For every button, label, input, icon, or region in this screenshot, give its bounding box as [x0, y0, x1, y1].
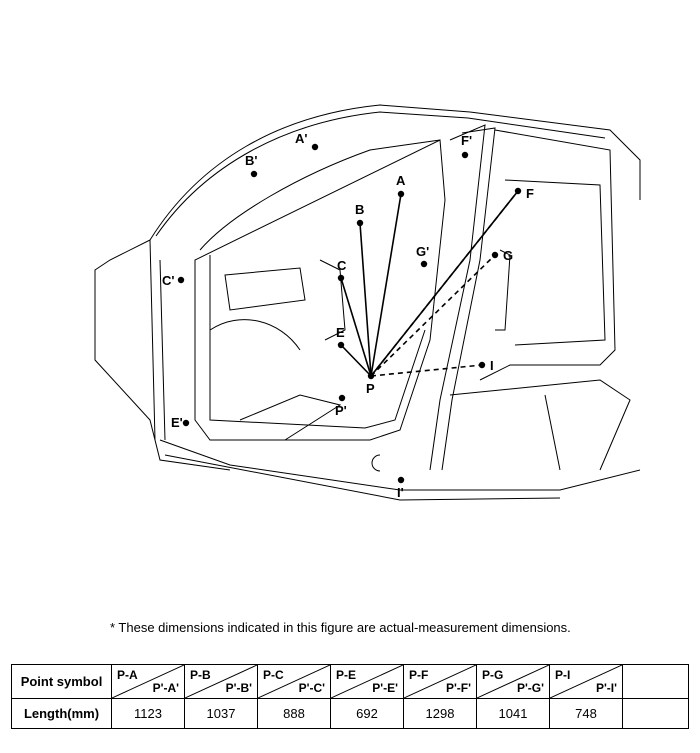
- line-p-e: [340, 344, 372, 377]
- symbol-cell-pb: P-B P'-B': [184, 664, 258, 699]
- line-p-c: [340, 277, 372, 377]
- symbol-bottom: P'-F': [445, 681, 471, 695]
- line-p-g: [370, 254, 496, 377]
- label-g-prime: G': [416, 244, 429, 259]
- measurement-lines: [340, 190, 519, 377]
- label-c: C: [337, 258, 347, 273]
- symbol-cell-pe: P-E P'-E': [330, 664, 404, 699]
- symbol-bottom: P'-G': [516, 681, 544, 695]
- label-i: I: [490, 358, 494, 373]
- symbol-cell-pg: P-G P'-G': [476, 664, 550, 699]
- symbol-cell-pf: P-F P'-F': [403, 664, 477, 699]
- point-i-prime: [397, 476, 405, 484]
- symbol-top: P-E: [336, 668, 357, 682]
- length-value-pa: 1123: [111, 698, 185, 729]
- label-e: E: [336, 325, 345, 340]
- symbol-bottom: P'-A': [152, 681, 179, 695]
- point-f-prime: [461, 151, 469, 159]
- symbol-top: P-B: [190, 668, 211, 682]
- length-header: Length(mm): [11, 698, 112, 729]
- point-b: [356, 219, 364, 227]
- label-f: F: [526, 186, 534, 201]
- point-b-prime: [250, 170, 258, 178]
- point-p-prime: [338, 394, 346, 402]
- body-outline: [94, 104, 641, 501]
- empty-cell: [622, 664, 689, 699]
- symbol-bottom: P'-I': [595, 681, 617, 695]
- point-symbol-header: Point symbol: [11, 664, 112, 699]
- point-labels: A' B' F' A B F G' G C' C E I P P' E' I': [162, 131, 534, 500]
- point-e: [337, 341, 345, 349]
- point-markers: [177, 143, 522, 484]
- symbol-top: P-C: [263, 668, 284, 682]
- line-p-a: [370, 193, 402, 377]
- symbol-top: P-G: [482, 668, 504, 682]
- point-f: [514, 187, 522, 195]
- label-i-prime: I': [397, 485, 404, 500]
- symbol-bottom: P'-E': [372, 681, 398, 695]
- symbol-top: P-I: [555, 668, 571, 682]
- label-p-prime: P': [335, 403, 347, 418]
- label-e-prime: E': [171, 415, 183, 430]
- symbol-top: P-F: [409, 668, 429, 682]
- label-f-prime: F': [461, 133, 472, 148]
- label-c-prime: C': [162, 273, 174, 288]
- symbol-cell-pi: P-I P'-I': [549, 664, 623, 699]
- symbol-bottom: P'-C': [298, 681, 325, 695]
- label-b-prime: B': [245, 153, 257, 168]
- point-g: [491, 251, 499, 259]
- line-p-f-dash: [370, 190, 519, 377]
- point-p: [367, 372, 375, 380]
- symbol-cell-pc: P-C P'-C': [257, 664, 331, 699]
- point-a-prime: [311, 143, 319, 151]
- symbol-top: P-A: [117, 668, 138, 682]
- label-a-prime: A': [295, 131, 307, 146]
- point-c-prime: [177, 276, 185, 284]
- point-e-prime: [182, 419, 190, 427]
- label-b: B: [355, 202, 364, 217]
- line-p-i: [370, 364, 483, 377]
- length-value-pc: 888: [257, 698, 331, 729]
- symbol-cell-pa: P-A P'-A': [111, 664, 185, 699]
- label-g: G: [503, 248, 513, 263]
- point-a: [397, 190, 405, 198]
- length-value-pf: 1298: [403, 698, 477, 729]
- label-p: P: [366, 381, 375, 396]
- length-value-pe: 692: [330, 698, 404, 729]
- empty-cell: [622, 698, 689, 729]
- label-a: A: [396, 173, 406, 188]
- length-value-pg: 1041: [476, 698, 550, 729]
- length-value-pb: 1037: [184, 698, 258, 729]
- line-p-b: [359, 222, 372, 377]
- measurement-note: * These dimensions indicated in this fig…: [110, 620, 571, 635]
- point-i: [478, 361, 486, 369]
- point-c: [337, 274, 345, 282]
- point-g-prime: [420, 260, 428, 268]
- body-side-diagram: A' B' F' A B F G' G C' C E I P P' E' I': [94, 104, 641, 501]
- symbol-bottom: P'-B': [225, 681, 252, 695]
- length-value-pi: 748: [549, 698, 623, 729]
- length-row: Length(mm) 1123 1037 888 692 1298 1041 7…: [11, 698, 689, 729]
